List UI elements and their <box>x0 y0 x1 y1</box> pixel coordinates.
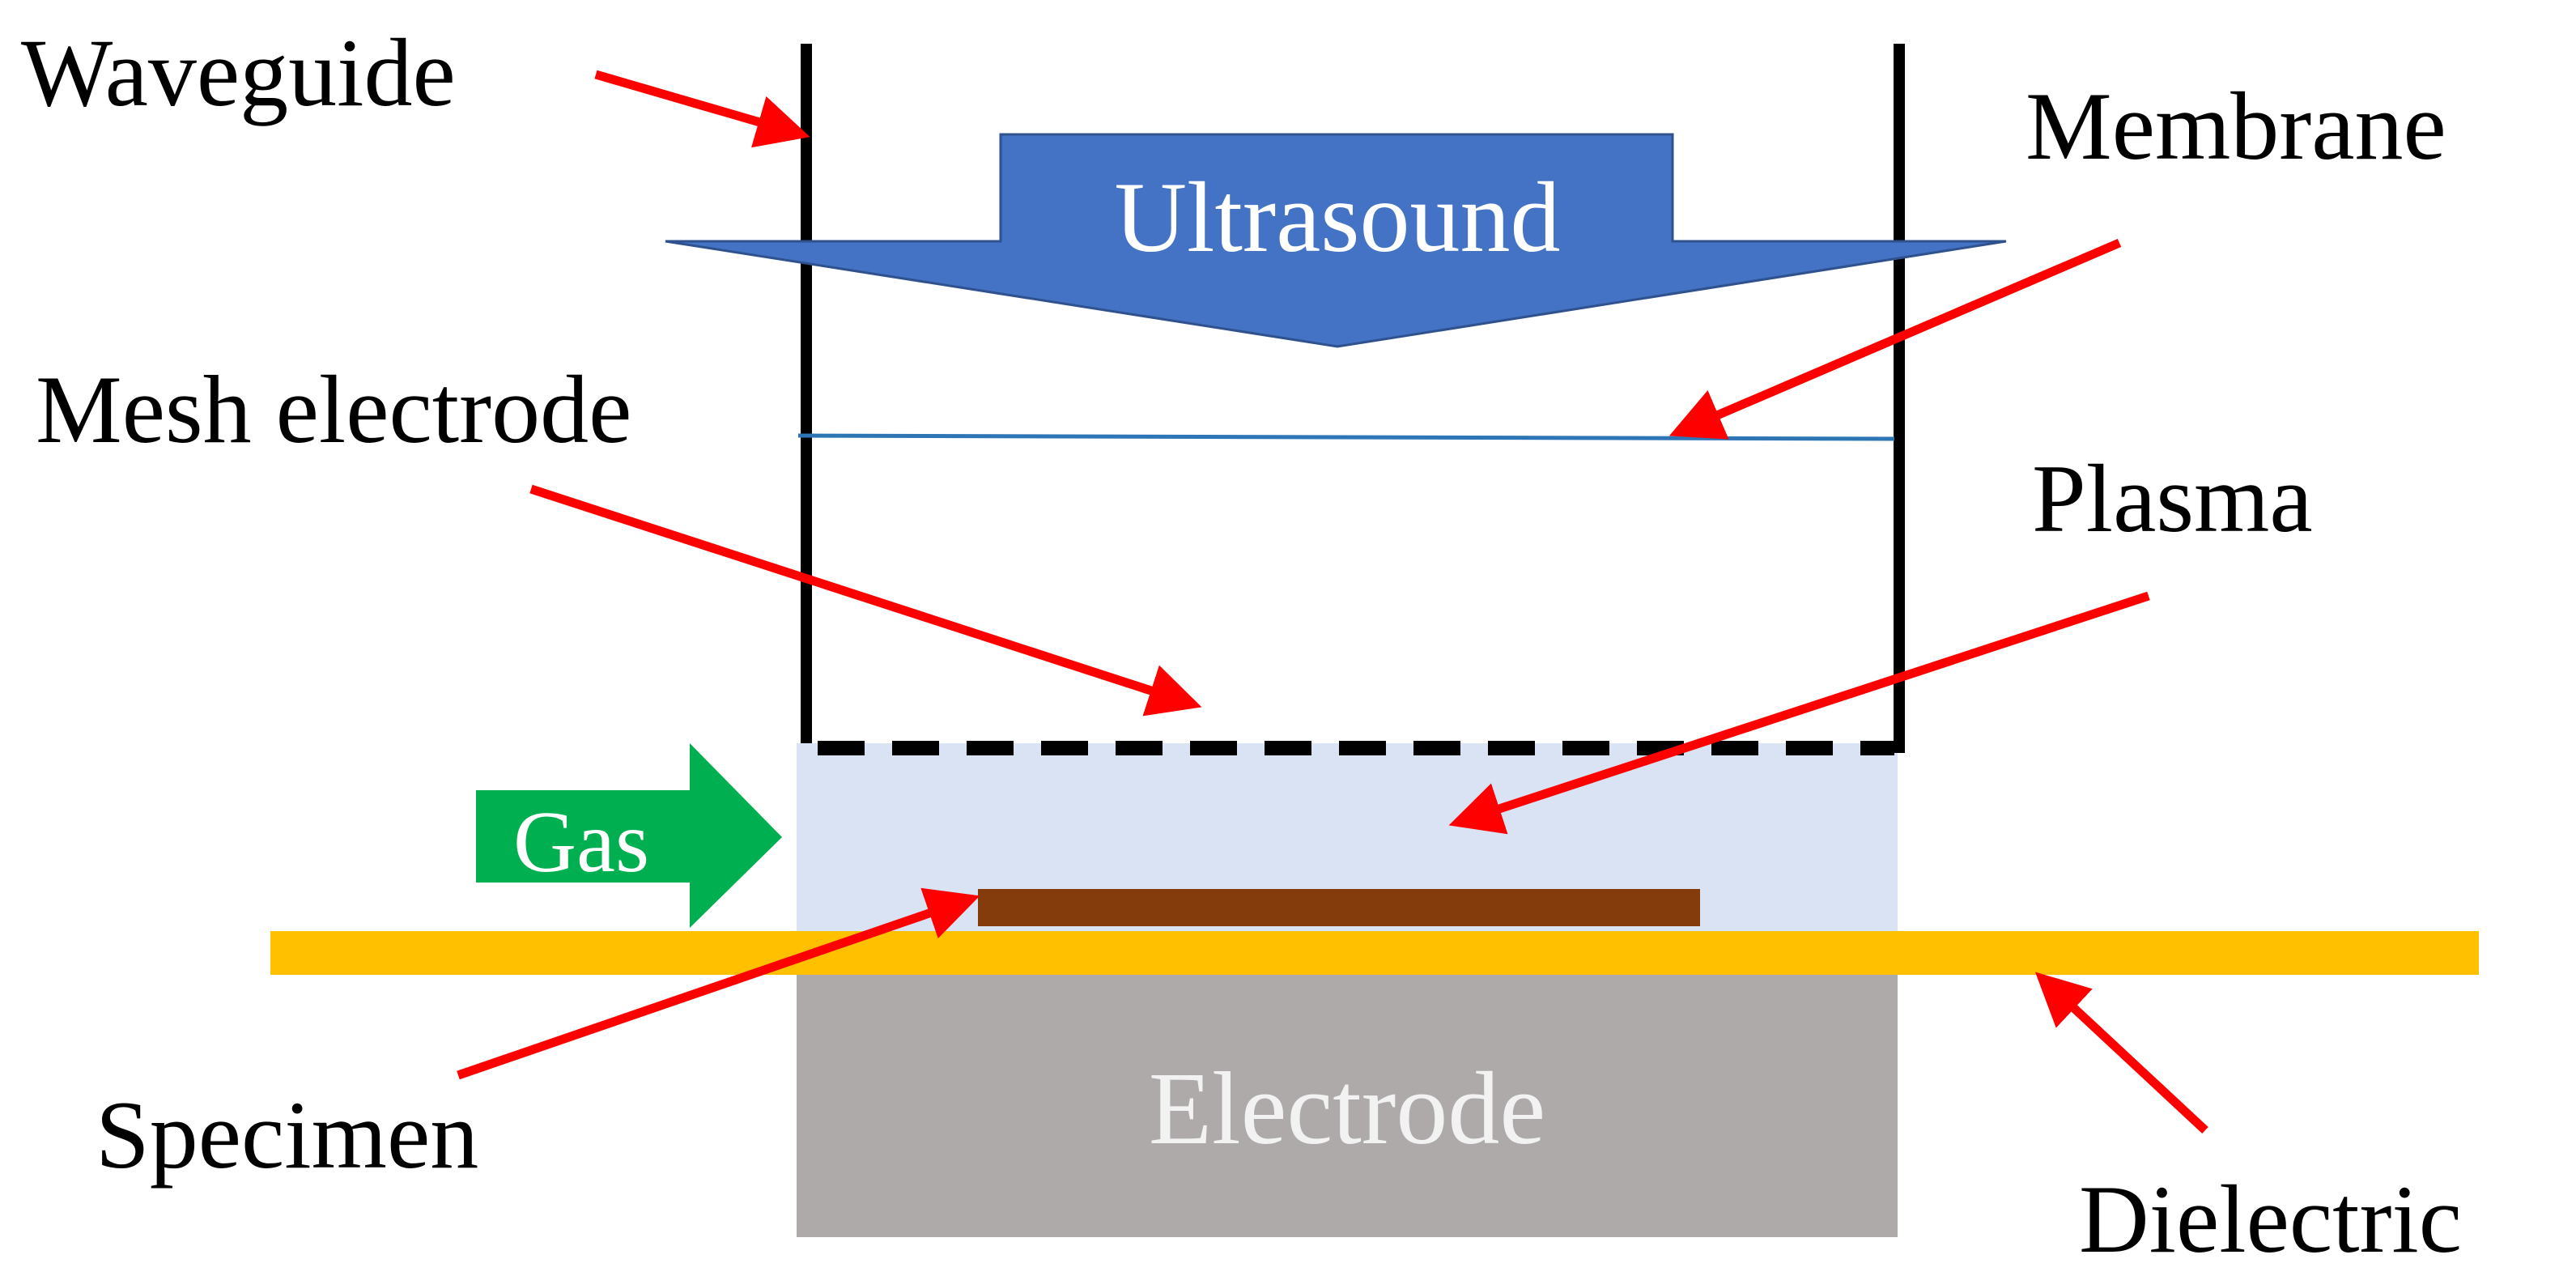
specimen-pointer-arrow <box>457 887 980 1080</box>
membrane-pointer-arrow <box>1668 238 2122 440</box>
gas-arrow <box>476 743 782 928</box>
ultrasound-arrow <box>665 133 2007 348</box>
ultrasound-label: Ultrasound <box>1114 162 1560 273</box>
plasma-pointer-arrow <box>1448 591 2150 835</box>
electrode-block <box>797 965 1898 1237</box>
waveguide-label: Waveguide <box>21 19 456 126</box>
membrane-label: Membrane <box>2026 72 2446 180</box>
electrode-label: Electrode <box>1149 1051 1545 1166</box>
mesh-electrode-pointer-arrow <box>529 484 1202 717</box>
specimen-plate <box>978 889 1700 926</box>
membrane-line <box>797 433 1895 441</box>
gas-label: Gas <box>513 794 649 891</box>
dielectric-layer <box>270 931 2479 975</box>
dielectric-label: Dielectric <box>2079 1165 2462 1273</box>
dielectric-pointer-arrow <box>2034 972 2208 1134</box>
specimen-label: Specimen <box>96 1081 478 1189</box>
plasma-label: Plasma <box>2032 444 2313 552</box>
waveguide-pointer-arrow <box>594 70 810 148</box>
mesh-electrode-label: Mesh electrode <box>36 355 631 463</box>
